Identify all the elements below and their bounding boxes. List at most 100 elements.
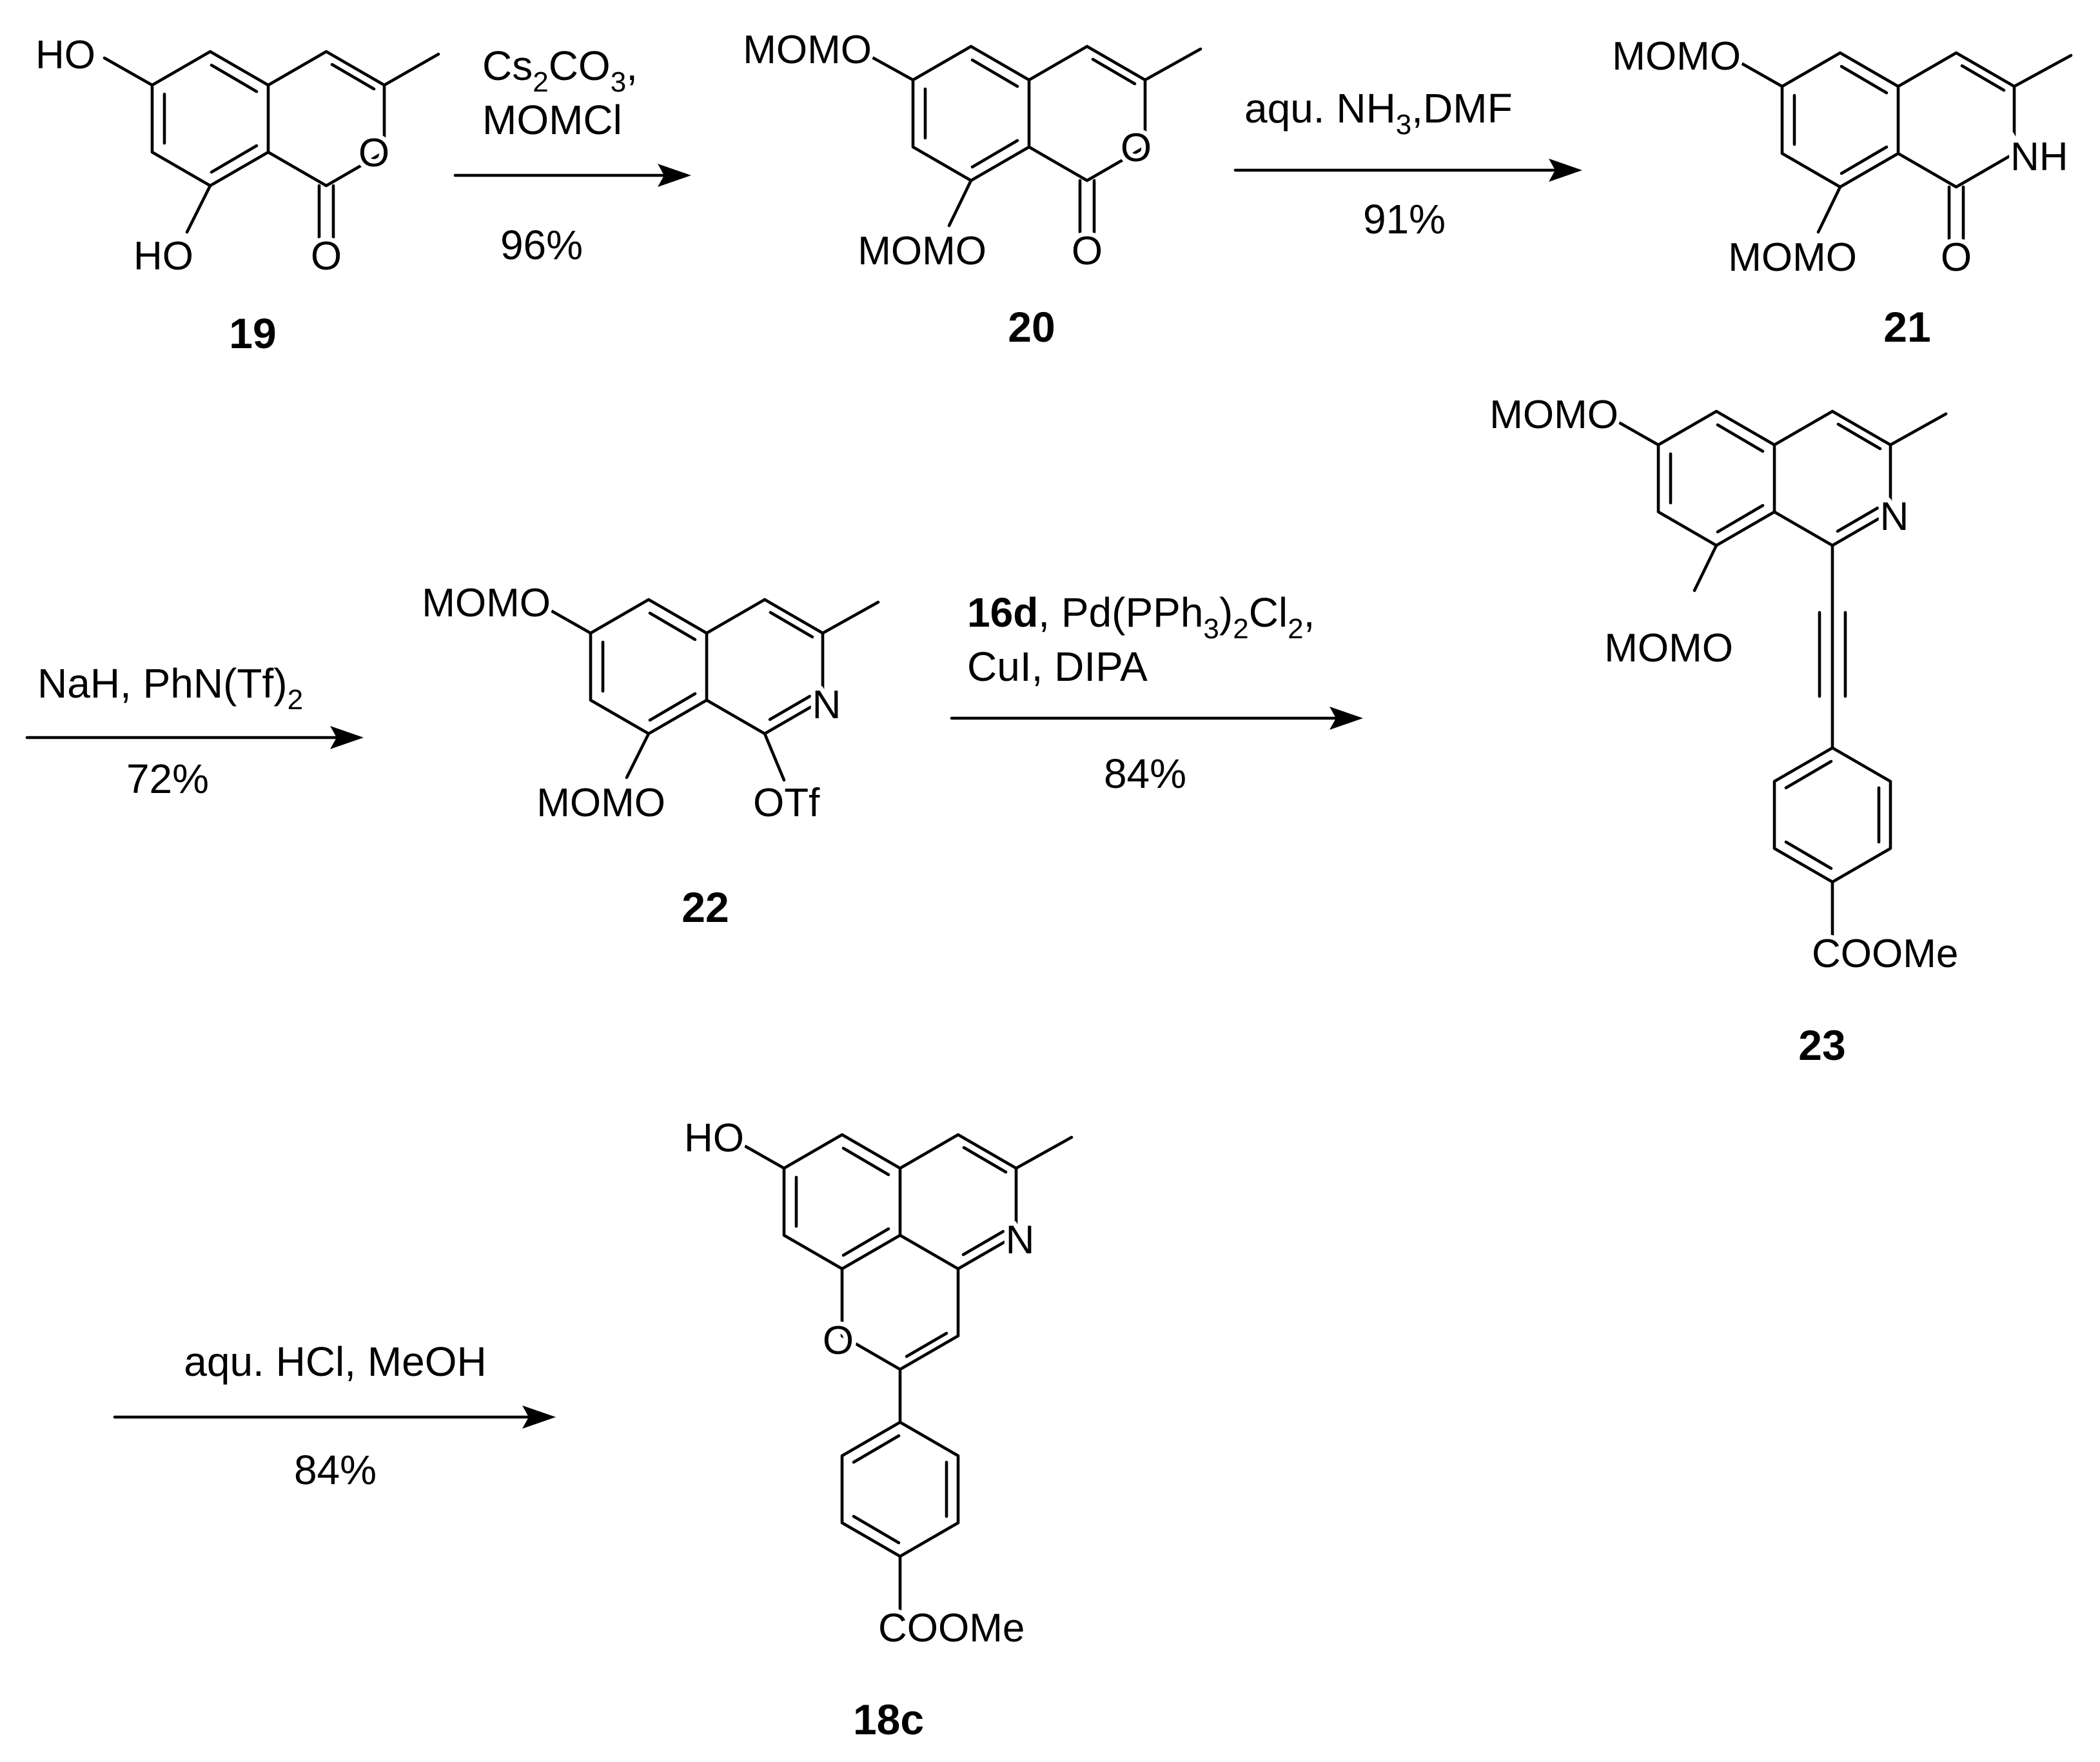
double-bond xyxy=(852,1514,901,1545)
phenyl-ring xyxy=(840,1420,960,1558)
reaction-arrow-4: 16d, Pd(PPh3)2Cl2, CuI, DIPA 84% xyxy=(950,589,1363,797)
lactone-ring xyxy=(1027,44,1147,182)
double-bond xyxy=(961,1229,1005,1257)
benzene-ring xyxy=(911,44,1031,182)
momo-label: MOMO xyxy=(1604,626,1733,671)
compound-23: N MOMO MOMO COOMe 23 xyxy=(1485,388,1963,1069)
carbonyl-oxygen: O xyxy=(1072,229,1103,273)
double-bond xyxy=(648,692,697,722)
reagents: CuI, DIPA xyxy=(967,643,1148,690)
yield: 84% xyxy=(294,1447,377,1493)
compound-19: O O HO HO 19 xyxy=(31,28,440,357)
methyl-bond xyxy=(1014,1135,1074,1170)
reagents: aqu. HCl, MeOH xyxy=(184,1338,486,1385)
double-bond xyxy=(210,63,259,93)
reagents: MOMCl xyxy=(482,97,622,143)
double-bond xyxy=(330,63,376,91)
lactone-ring xyxy=(266,50,386,188)
momo-bond xyxy=(1609,416,1660,447)
double-bond xyxy=(841,1146,890,1177)
reaction-arrow-2: aqu. NH3,DMF 91% xyxy=(1233,85,1582,242)
ring-oxygen: O xyxy=(358,131,389,175)
double-bond xyxy=(648,611,697,641)
yield: 96% xyxy=(500,222,583,268)
pyridine-ring xyxy=(705,598,825,736)
ester-label: COOMe xyxy=(878,1606,1025,1650)
arrow-head xyxy=(658,164,691,187)
compound-21: NH O MOMO MOMO 21 xyxy=(1607,30,2073,351)
ring-nitrogen: N xyxy=(1880,494,1909,539)
ring-oxygen: O xyxy=(823,1318,854,1363)
momo-bond xyxy=(541,604,593,635)
phenyl-ring xyxy=(1772,746,1892,884)
compound-number: 21 xyxy=(1883,303,1930,351)
double-bond xyxy=(852,1434,901,1464)
double-bond xyxy=(768,694,812,721)
double-bond xyxy=(1784,759,1833,790)
double-bond xyxy=(962,1146,1008,1174)
momo-bond xyxy=(625,732,651,779)
ester-label: COOMe xyxy=(1812,932,1958,976)
momo-bond xyxy=(1693,543,1718,592)
lactam-ring xyxy=(1896,51,2016,189)
benzene-ring xyxy=(1780,51,1900,189)
ring-oxygen: O xyxy=(1121,126,1152,170)
hydroxyl-bond xyxy=(734,1139,786,1170)
momo-bond xyxy=(862,51,915,82)
hydroxyl-label: HO xyxy=(35,33,95,77)
hydroxyl-label: HO xyxy=(133,234,193,279)
double-bond xyxy=(970,58,1019,88)
compound-18c: N O HO COOMe 18c xyxy=(680,1111,1074,1743)
methyl-bond xyxy=(382,52,440,87)
double-bond xyxy=(1840,64,1889,95)
momo-label: MOMO xyxy=(422,581,551,625)
momo-label: MOMO xyxy=(858,229,986,273)
double-bond xyxy=(841,1227,890,1257)
reagents: aqu. NH3,DMF xyxy=(1244,85,1513,141)
benzene-ring xyxy=(589,598,709,736)
double-bond xyxy=(1960,64,2006,92)
benzene-ring xyxy=(1656,409,1776,547)
double-bond xyxy=(970,139,1019,169)
double-bond xyxy=(1716,504,1765,534)
methyl-bond xyxy=(821,600,880,635)
double-bond xyxy=(210,144,259,174)
hydroxyl-bond xyxy=(185,184,212,234)
arrow-head xyxy=(330,726,364,749)
yield: 72% xyxy=(126,756,209,802)
benzene-ring xyxy=(782,1133,902,1271)
pyridine-ring xyxy=(1772,409,1892,547)
ring-nitrogen: N xyxy=(1006,1218,1035,1262)
compound-number: 23 xyxy=(1798,1021,1845,1069)
otf-label: OTf xyxy=(753,781,820,825)
double-bond xyxy=(1836,506,1879,533)
arrow-head xyxy=(1549,159,1582,182)
reaction-arrow-1: Cs2CO3, MOMCl 96% xyxy=(453,43,691,268)
methyl-bond xyxy=(1143,47,1202,82)
double-bond xyxy=(1091,57,1137,86)
double-bond xyxy=(905,1331,948,1358)
nh-label: NH xyxy=(2010,135,2068,179)
reagents: 16d, Pd(PPh3)2Cl2, xyxy=(967,589,1315,645)
arrow-head xyxy=(522,1405,556,1429)
carbonyl-oxygen: O xyxy=(311,234,342,279)
pyridine-ring xyxy=(898,1133,1018,1271)
momo-label: MOMO xyxy=(743,28,872,72)
double-bond xyxy=(1716,423,1765,453)
benzene-ring xyxy=(150,50,270,188)
pyran-ring xyxy=(840,1267,960,1371)
hydroxyl-bond xyxy=(103,56,154,87)
compound-number: 20 xyxy=(1008,303,1055,351)
compound-number: 18c xyxy=(853,1696,924,1743)
carbonyl-oxygen: O xyxy=(1941,235,1972,280)
momo-label: MOMO xyxy=(536,781,665,825)
momo-label: MOMO xyxy=(1728,235,1857,280)
hydroxyl-label: HO xyxy=(684,1116,744,1160)
methyl-bond xyxy=(2012,54,2073,88)
double-bond xyxy=(1840,145,1889,175)
methyl-bond xyxy=(1889,412,1948,447)
reaction-arrow-5: aqu. HCl, MeOH 84% xyxy=(113,1338,556,1493)
double-bond xyxy=(769,611,814,639)
reagents: NaH, PhN(Tf)2 xyxy=(37,660,303,716)
